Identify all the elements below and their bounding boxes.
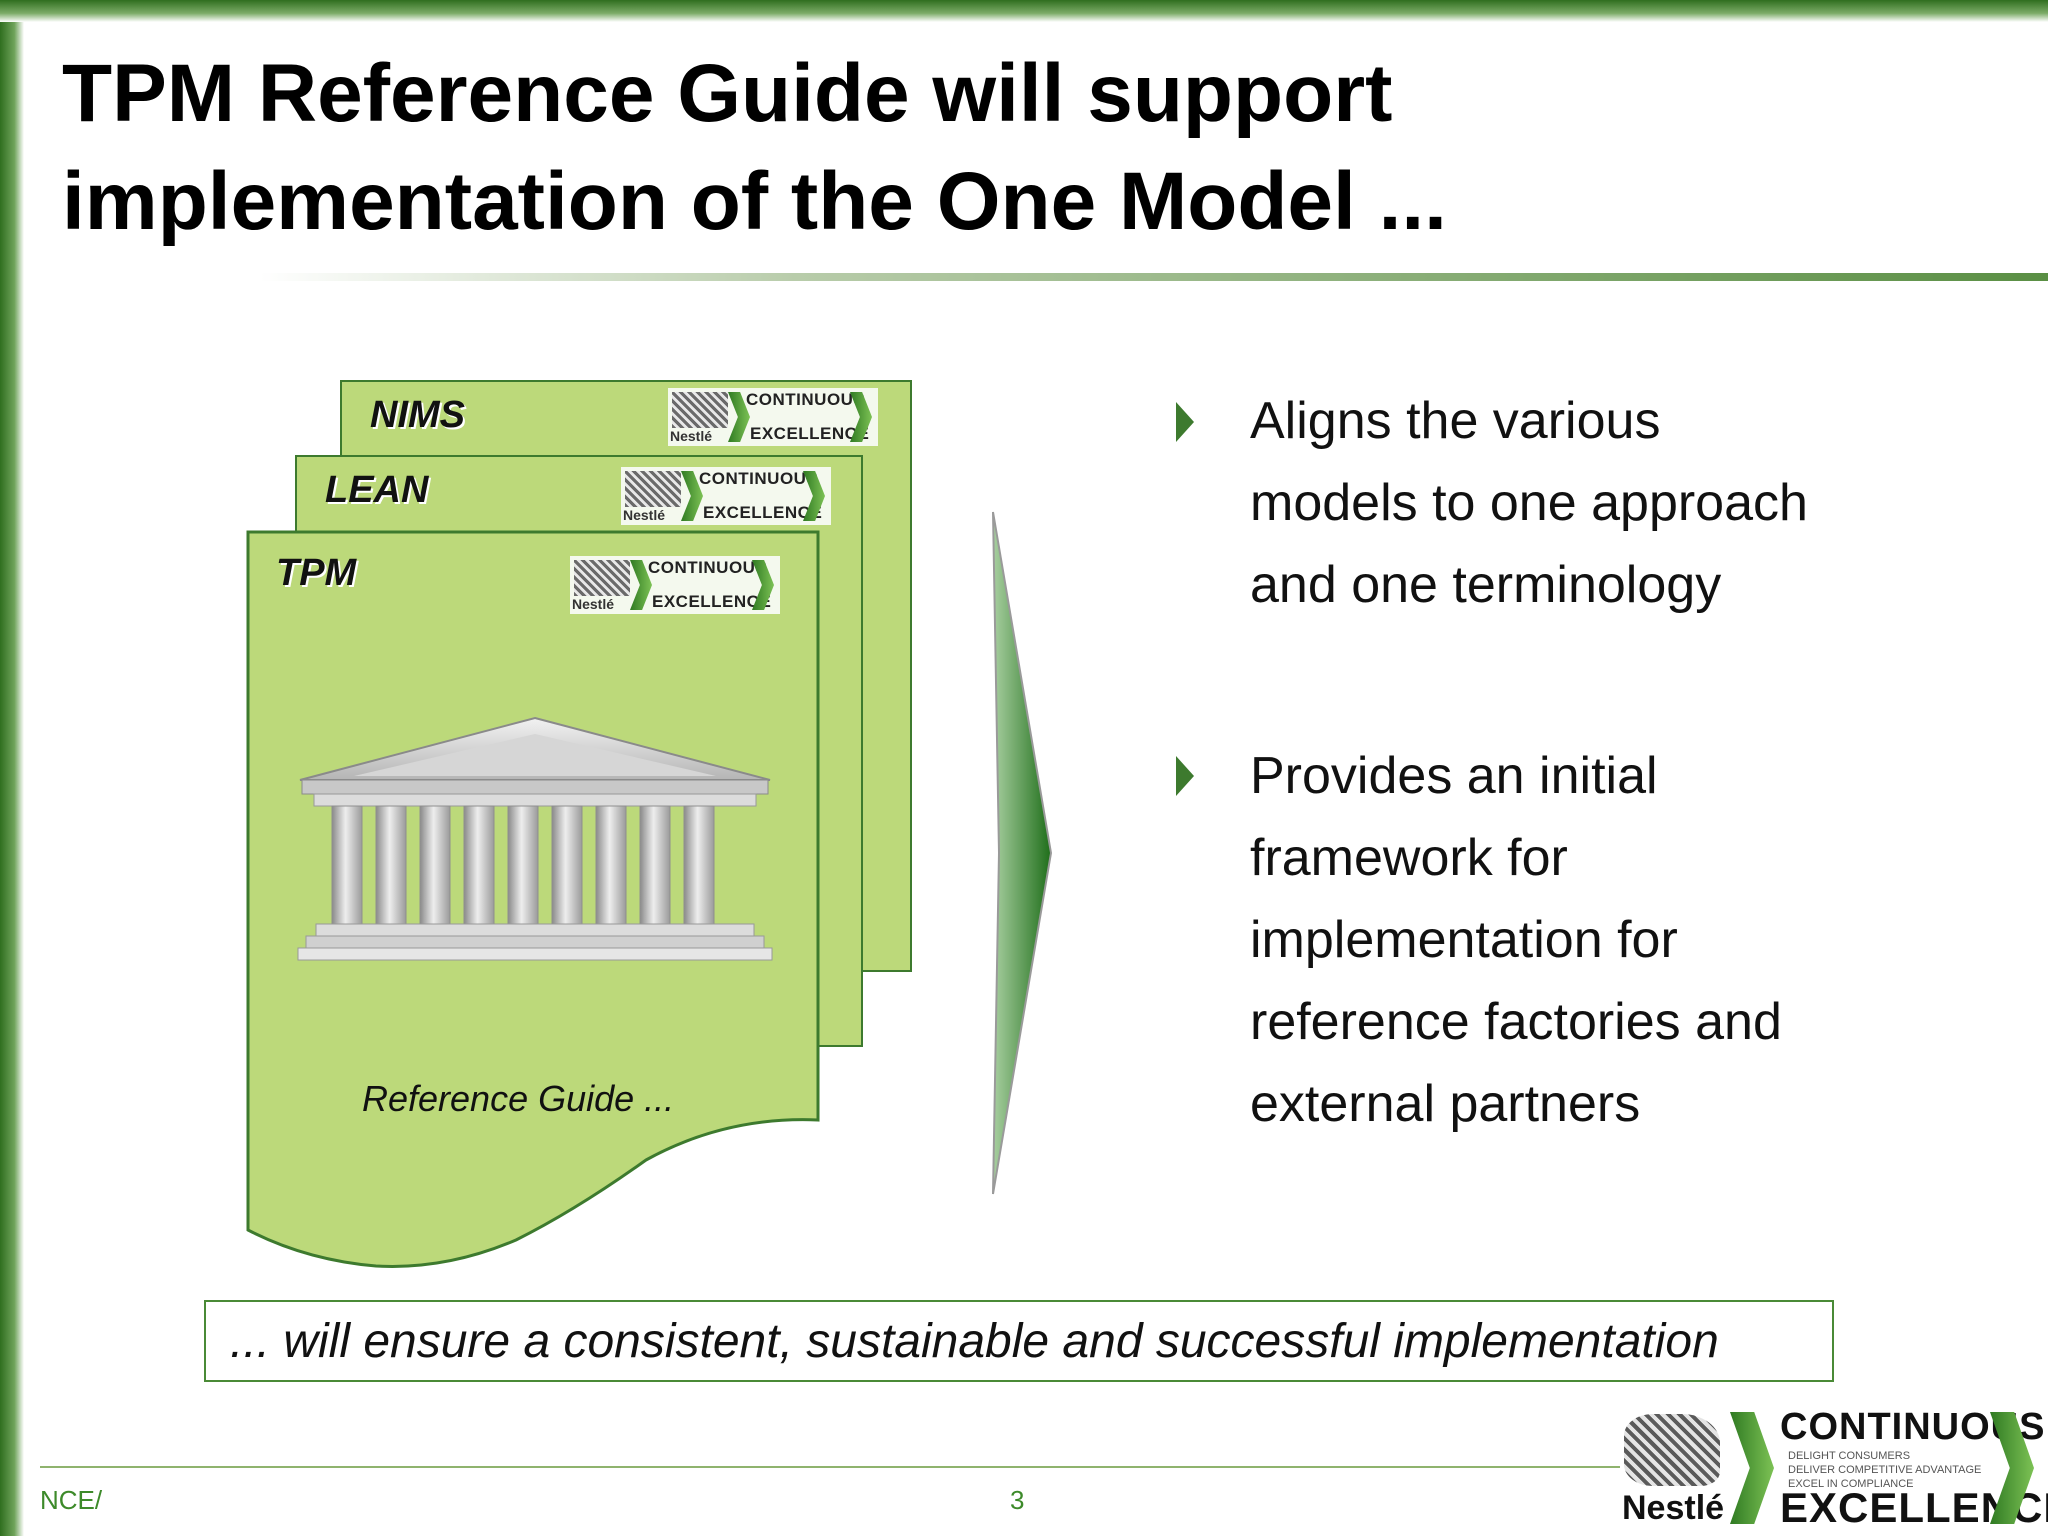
nestle-nest-icon [625, 471, 681, 507]
badge-line-1: CONTINUOUS [648, 558, 768, 577]
arrow-chevron-icon [992, 511, 1053, 1195]
title-line-1: TPM Reference Guide will support [62, 48, 1393, 139]
logo-tagline-3: EXCEL IN COMPLIANCE [1788, 1478, 1914, 1490]
badge-line-2: EXCELLENCE [703, 503, 823, 522]
document-label-tpm: TPM [276, 552, 357, 594]
bullet-1-line-1: Aligns the various [1250, 392, 1661, 450]
logo-tagline-1: DELIGHT CONSUMERS [1788, 1450, 1911, 1462]
bullet-2-line-5: external partners [1250, 1075, 1641, 1133]
temple-icon [297, 716, 773, 961]
slide-title: TPM Reference Guide will support impleme… [62, 40, 1862, 256]
title-line-2: implementation of the One Model ... [62, 156, 1447, 247]
chevron-icon [630, 560, 652, 610]
bullet-1-line-3: and one terminology [1250, 556, 1722, 614]
top-decor-bar [0, 0, 2048, 22]
chevron-icon [752, 560, 774, 610]
chevron-icon [803, 471, 825, 521]
page-number: 3 [1010, 1485, 1025, 1515]
bullet-2-line-2: framework for [1250, 829, 1568, 887]
bullet-1: Aligns the various models to one approac… [1250, 380, 1950, 626]
badge-line-1: CONTINUOUS [746, 390, 866, 409]
title-underline [260, 273, 2048, 281]
badge-line-2: EXCELLENCE [750, 424, 870, 443]
bullet-2-line-3: implementation for [1250, 911, 1678, 969]
badge-line-1: CONTINUOUS [699, 469, 819, 488]
bullet-2-line-1: Provides an initial [1250, 747, 1658, 805]
reference-guide-caption: Reference Guide ... [362, 1078, 675, 1119]
summary-text: ... will ensure a consistent, sustainabl… [230, 1315, 1719, 1368]
bullet-2: Provides an initial framework for implem… [1250, 735, 1950, 1145]
badge-brand: Nestlé [572, 596, 615, 612]
nestle-nest-icon [672, 392, 728, 428]
bullet-2-line-4: reference factories and [1250, 993, 1782, 1051]
nestle-nest-icon [574, 560, 630, 596]
bullet-triangle-icon [1176, 756, 1194, 796]
chevron-icon [1730, 1412, 1774, 1524]
logo-tagline-2: DELIVER COMPETITIVE ADVANTAGE [1788, 1464, 1982, 1476]
chevron-icon [728, 392, 750, 442]
badge-brand: Nestlé [670, 428, 713, 444]
chevron-icon [850, 392, 872, 442]
document-label-lean: LEAN [325, 469, 429, 511]
nestle-nest-icon [1624, 1414, 1720, 1486]
bullet-1-line-2: models to one approach [1250, 474, 1808, 532]
continuous-excellence-badge: Nestlé CONTINUOUS EXCELLENCE [668, 388, 878, 446]
footer-rule [40, 1466, 1620, 1468]
logo-brand: Nestlé [1622, 1489, 1725, 1527]
badge-line-2: EXCELLENCE [652, 592, 772, 611]
continuous-excellence-badge: Nestlé CONTINUOUS EXCELLENCE [621, 467, 831, 525]
summary-box: ... will ensure a consistent, sustainabl… [204, 1300, 1834, 1382]
footer-label: NCE/ [40, 1485, 103, 1515]
document-label-nims: NIMS [370, 394, 465, 436]
chevron-icon [681, 471, 703, 521]
continuous-excellence-badge: Nestlé CONTINUOUS EXCELLENCE [570, 556, 780, 614]
left-decor-bar [0, 0, 24, 1536]
bullet-triangle-icon [1176, 402, 1194, 442]
badge-brand: Nestlé [623, 507, 666, 523]
continuous-excellence-logo: Nestlé CONTINUOUS DELIGHT CONSUMERS DELI… [1620, 1404, 2048, 1532]
